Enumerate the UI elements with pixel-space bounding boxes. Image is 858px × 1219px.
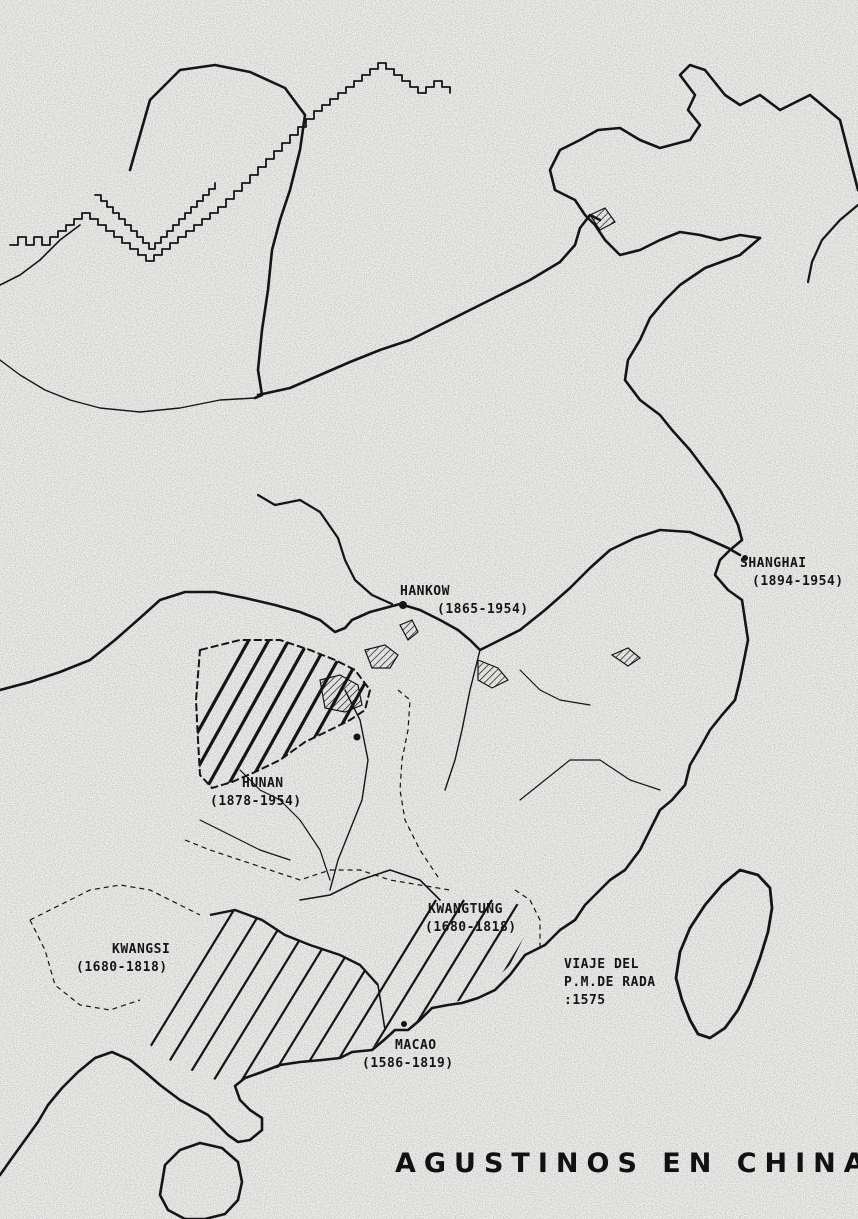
river-west-a [239, 769, 331, 881]
boundary-hunan-east [397, 689, 441, 881]
korea-coast [806, 203, 858, 284]
yangtze-river [0, 528, 742, 692]
changsha-marker [353, 733, 361, 741]
yellow-river [128, 63, 307, 400]
river-south-1 [329, 689, 369, 891]
river-south-4 [519, 759, 661, 801]
boundary-kwangtung-east [514, 889, 541, 950]
boundary-kwangsi-south [29, 919, 141, 1011]
inner-wall [94, 182, 216, 250]
label-kwangsi-years: (1680-1818) [76, 960, 168, 975]
river-south-3 [519, 669, 591, 706]
map-title: AGUSTINOS EN CHINA [395, 1148, 858, 1179]
boundary-hunan-south [184, 839, 451, 891]
coastline-north [548, 63, 858, 257]
label-macao-name: MACAO [395, 1038, 437, 1053]
yellow-river-lower [256, 213, 602, 397]
label-hunan-name: HUNAN [242, 776, 284, 791]
river-west-b [199, 819, 291, 861]
label-kwangsi-name: KWANGSI [112, 942, 171, 957]
hankow-marker [399, 601, 407, 609]
great-wall [9, 62, 451, 262]
river-south-2 [444, 649, 481, 791]
macao-marker [401, 1021, 407, 1027]
label-hankow-years: (1865-1954) [437, 602, 529, 617]
label-voyage-line1: VIAJE DEL [564, 957, 639, 972]
hainan-island [158, 1141, 244, 1219]
taiwan-island [674, 868, 774, 1040]
label-shanghai-name: SHANGHAI [740, 556, 807, 571]
label-kwangtung-name: KWANGTUNG [428, 902, 503, 917]
label-kwangtung-years: (1680-1818) [425, 920, 517, 935]
label-hankow-name: HANKOW [400, 584, 450, 599]
upper-river-left [0, 224, 81, 286]
label-macao-years: (1586-1819) [362, 1056, 454, 1071]
wei-river [0, 359, 256, 413]
label-shanghai-years: (1894-1954) [752, 574, 844, 589]
shanghai-marker [742, 555, 748, 561]
han-river [256, 493, 394, 606]
label-hunan-years: (1878-1954) [210, 794, 302, 809]
label-voyage-line2: P.M.DE RADA [564, 975, 656, 990]
coastline-east [0, 236, 762, 1177]
label-voyage-year: :1575 [564, 993, 606, 1008]
